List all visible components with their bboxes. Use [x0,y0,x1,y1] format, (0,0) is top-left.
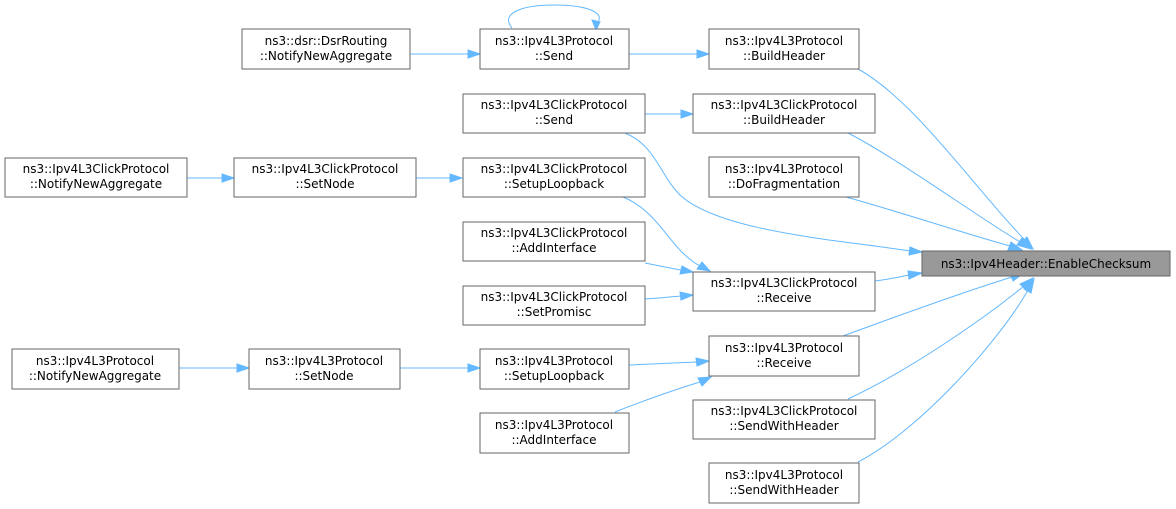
node-label-line2: ::Receive [756,356,811,370]
edge-ipv4l3-dofrag-to-root [845,196,1024,251]
node-click-sendwithheader[interactable]: ns3::Ipv4L3ClickProtocol ::SendWithHeade… [692,399,876,440]
edge-ipv4l3-sendwithheader-to-root [857,277,1035,463]
node-label-line1: ns3::Ipv4L3Protocol [265,354,383,368]
node-label-line2: ::AddInterface [511,241,596,255]
node-label-line1: ns3::Ipv4L3Protocol [495,354,613,368]
node-label-line2: ::NotifyNewAggregate [260,49,392,63]
node-click-setuploopback[interactable]: ns3::Ipv4L3ClickProtocol ::SetupLoopback [462,157,646,198]
node-label-line1: ns3::Ipv4L3ClickProtocol [481,290,628,304]
node-label: ns3::Ipv4Header::EnableChecksum [941,257,1151,271]
edge-ipv4l3-setnode-to-ipv4l3-setuploopback [400,363,482,373]
edge-ipv4l3-send-to-buildheader [629,49,711,59]
edge-click-send-to-click-buildheader [645,109,695,119]
node-label-line1: ns3::Ipv4L3ClickProtocol [252,162,399,176]
edge-click-sendwithheader-to-root [847,276,1035,400]
node-click-notify[interactable]: ns3::Ipv4L3ClickProtocol ::NotifyNewAggr… [4,157,188,198]
node-label-line1: ns3::Ipv4L3Protocol [495,34,613,48]
node-label-line2: ::SetNode [294,369,353,383]
node-label-line2: ::BuildHeader [743,49,825,63]
node-dsr-notify[interactable]: ns3::dsr::DsrRouting ::NotifyNewAggregat… [241,28,411,70]
node-label-line1: ns3::Ipv4L3Protocol [495,418,613,432]
node-click-send[interactable]: ns3::Ipv4L3ClickProtocol ::Send [462,93,646,134]
node-label-line2: ::Receive [756,291,811,305]
edge-ipv4l3-setuploopback-to-ipv4l3-receive [628,357,711,367]
edge-click-setpromisc-to-click-receive [644,291,695,301]
node-ipv4l3-dofrag[interactable]: ns3::Ipv4L3Protocol ::DoFragmentation [708,156,860,198]
edge-click-notify-to-click-setnode [187,173,236,183]
node-label-line1: ns3::Ipv4L3ClickProtocol [23,162,170,176]
node-click-setnode[interactable]: ns3::Ipv4L3ClickProtocol ::SetNode [233,157,417,198]
node-click-receive[interactable]: ns3::Ipv4L3ClickProtocol ::Receive [692,271,876,312]
node-label-line2: ::NotifyNewAggregate [30,177,162,191]
node-label-line2: ::Send [535,113,573,127]
node-ipv4l3-setuploopback[interactable]: ns3::Ipv4L3Protocol ::SetupLoopback [479,348,630,390]
edge-ipv4l3-buildheader-to-root [857,68,1035,251]
edge-dsr-notify-to-ipv4l3-send [410,49,482,59]
edge-ipv4l3-notify-to-ipv4l3-setnode [179,363,251,373]
edge-click-send-to-root [624,132,924,256]
node-label-line1: ns3::Ipv4L3Protocol [725,468,843,482]
edge-ipv4l3-send-self-loop [508,4,601,32]
node-label-line2: ::SendWithHeader [729,419,838,433]
node-label-line2: ::SendWithHeader [729,483,838,497]
node-label-line1: ns3::Ipv4L3Protocol [36,354,154,368]
node-click-setpromisc[interactable]: ns3::Ipv4L3ClickProtocol ::SetPromisc [462,285,646,326]
node-ipv4l3-buildheader[interactable]: ns3::Ipv4L3Protocol ::BuildHeader [708,28,860,70]
node-label-line2: ::NotifyNewAggregate [29,369,161,383]
node-label-line1: ns3::Ipv4L3Protocol [725,162,843,176]
node-ipv4l3-sendwithheader[interactable]: ns3::Ipv4L3Protocol ::SendWithHeader [708,462,860,504]
node-label-line2: ::SetNode [295,177,354,191]
node-label-line2: ::SetupLoopback [504,369,604,383]
edges [179,4,1035,463]
node-label-line2: ::Send [535,49,573,63]
node-label-line1: ns3::Ipv4L3ClickProtocol [711,404,858,418]
edge-click-setuploopback-to-click-receive [622,196,712,272]
edge-ipv4l3-addinterface-to-ipv4l3-receive [614,376,713,413]
node-label-line1: ns3::dsr::DsrRouting [265,34,388,48]
nodes: ns3::Ipv4Header::EnableChecksum ns3::Ipv… [4,28,1171,504]
node-label-line1: ns3::Ipv4L3Protocol [725,34,843,48]
edge-click-addinterface-to-click-receive [644,262,695,275]
node-root-enable-checksum[interactable]: ns3::Ipv4Header::EnableChecksum [921,250,1171,277]
node-label-line2: ::AddInterface [511,433,596,447]
node-label-line2: ::DoFragmentation [728,177,840,191]
node-ipv4l3-notify[interactable]: ns3::Ipv4L3Protocol ::NotifyNewAggregate [11,348,180,390]
node-label-line1: ns3::Ipv4L3ClickProtocol [711,98,858,112]
node-label-line2: ::SetupLoopback [504,177,604,191]
node-label-line2: ::BuildHeader [743,113,825,127]
edge-click-setnode-to-click-setuploopback [416,173,464,183]
edge-click-buildheader-to-root [847,132,1033,250]
node-ipv4l3-setnode[interactable]: ns3::Ipv4L3Protocol ::SetNode [248,348,401,390]
edge-click-receive-to-root [874,270,924,282]
node-label-line2: ::SetPromisc [517,305,592,319]
node-label-line1: ns3::Ipv4L3ClickProtocol [481,162,628,176]
node-label-line1: ns3::Ipv4L3Protocol [725,341,843,355]
node-label-line1: ns3::Ipv4L3ClickProtocol [481,226,628,240]
node-label-line1: ns3::Ipv4L3ClickProtocol [481,98,628,112]
node-click-addinterface[interactable]: ns3::Ipv4L3ClickProtocol ::AddInterface [462,221,646,262]
node-ipv4l3-receive[interactable]: ns3::Ipv4L3Protocol ::Receive [708,335,860,377]
node-ipv4l3-send[interactable]: ns3::Ipv4L3Protocol ::Send [479,28,630,70]
node-ipv4l3-addinterface[interactable]: ns3::Ipv4L3Protocol ::AddInterface [479,412,630,454]
node-click-buildheader[interactable]: ns3::Ipv4L3ClickProtocol ::BuildHeader [692,93,876,134]
node-label-line1: ns3::Ipv4L3ClickProtocol [711,276,858,290]
